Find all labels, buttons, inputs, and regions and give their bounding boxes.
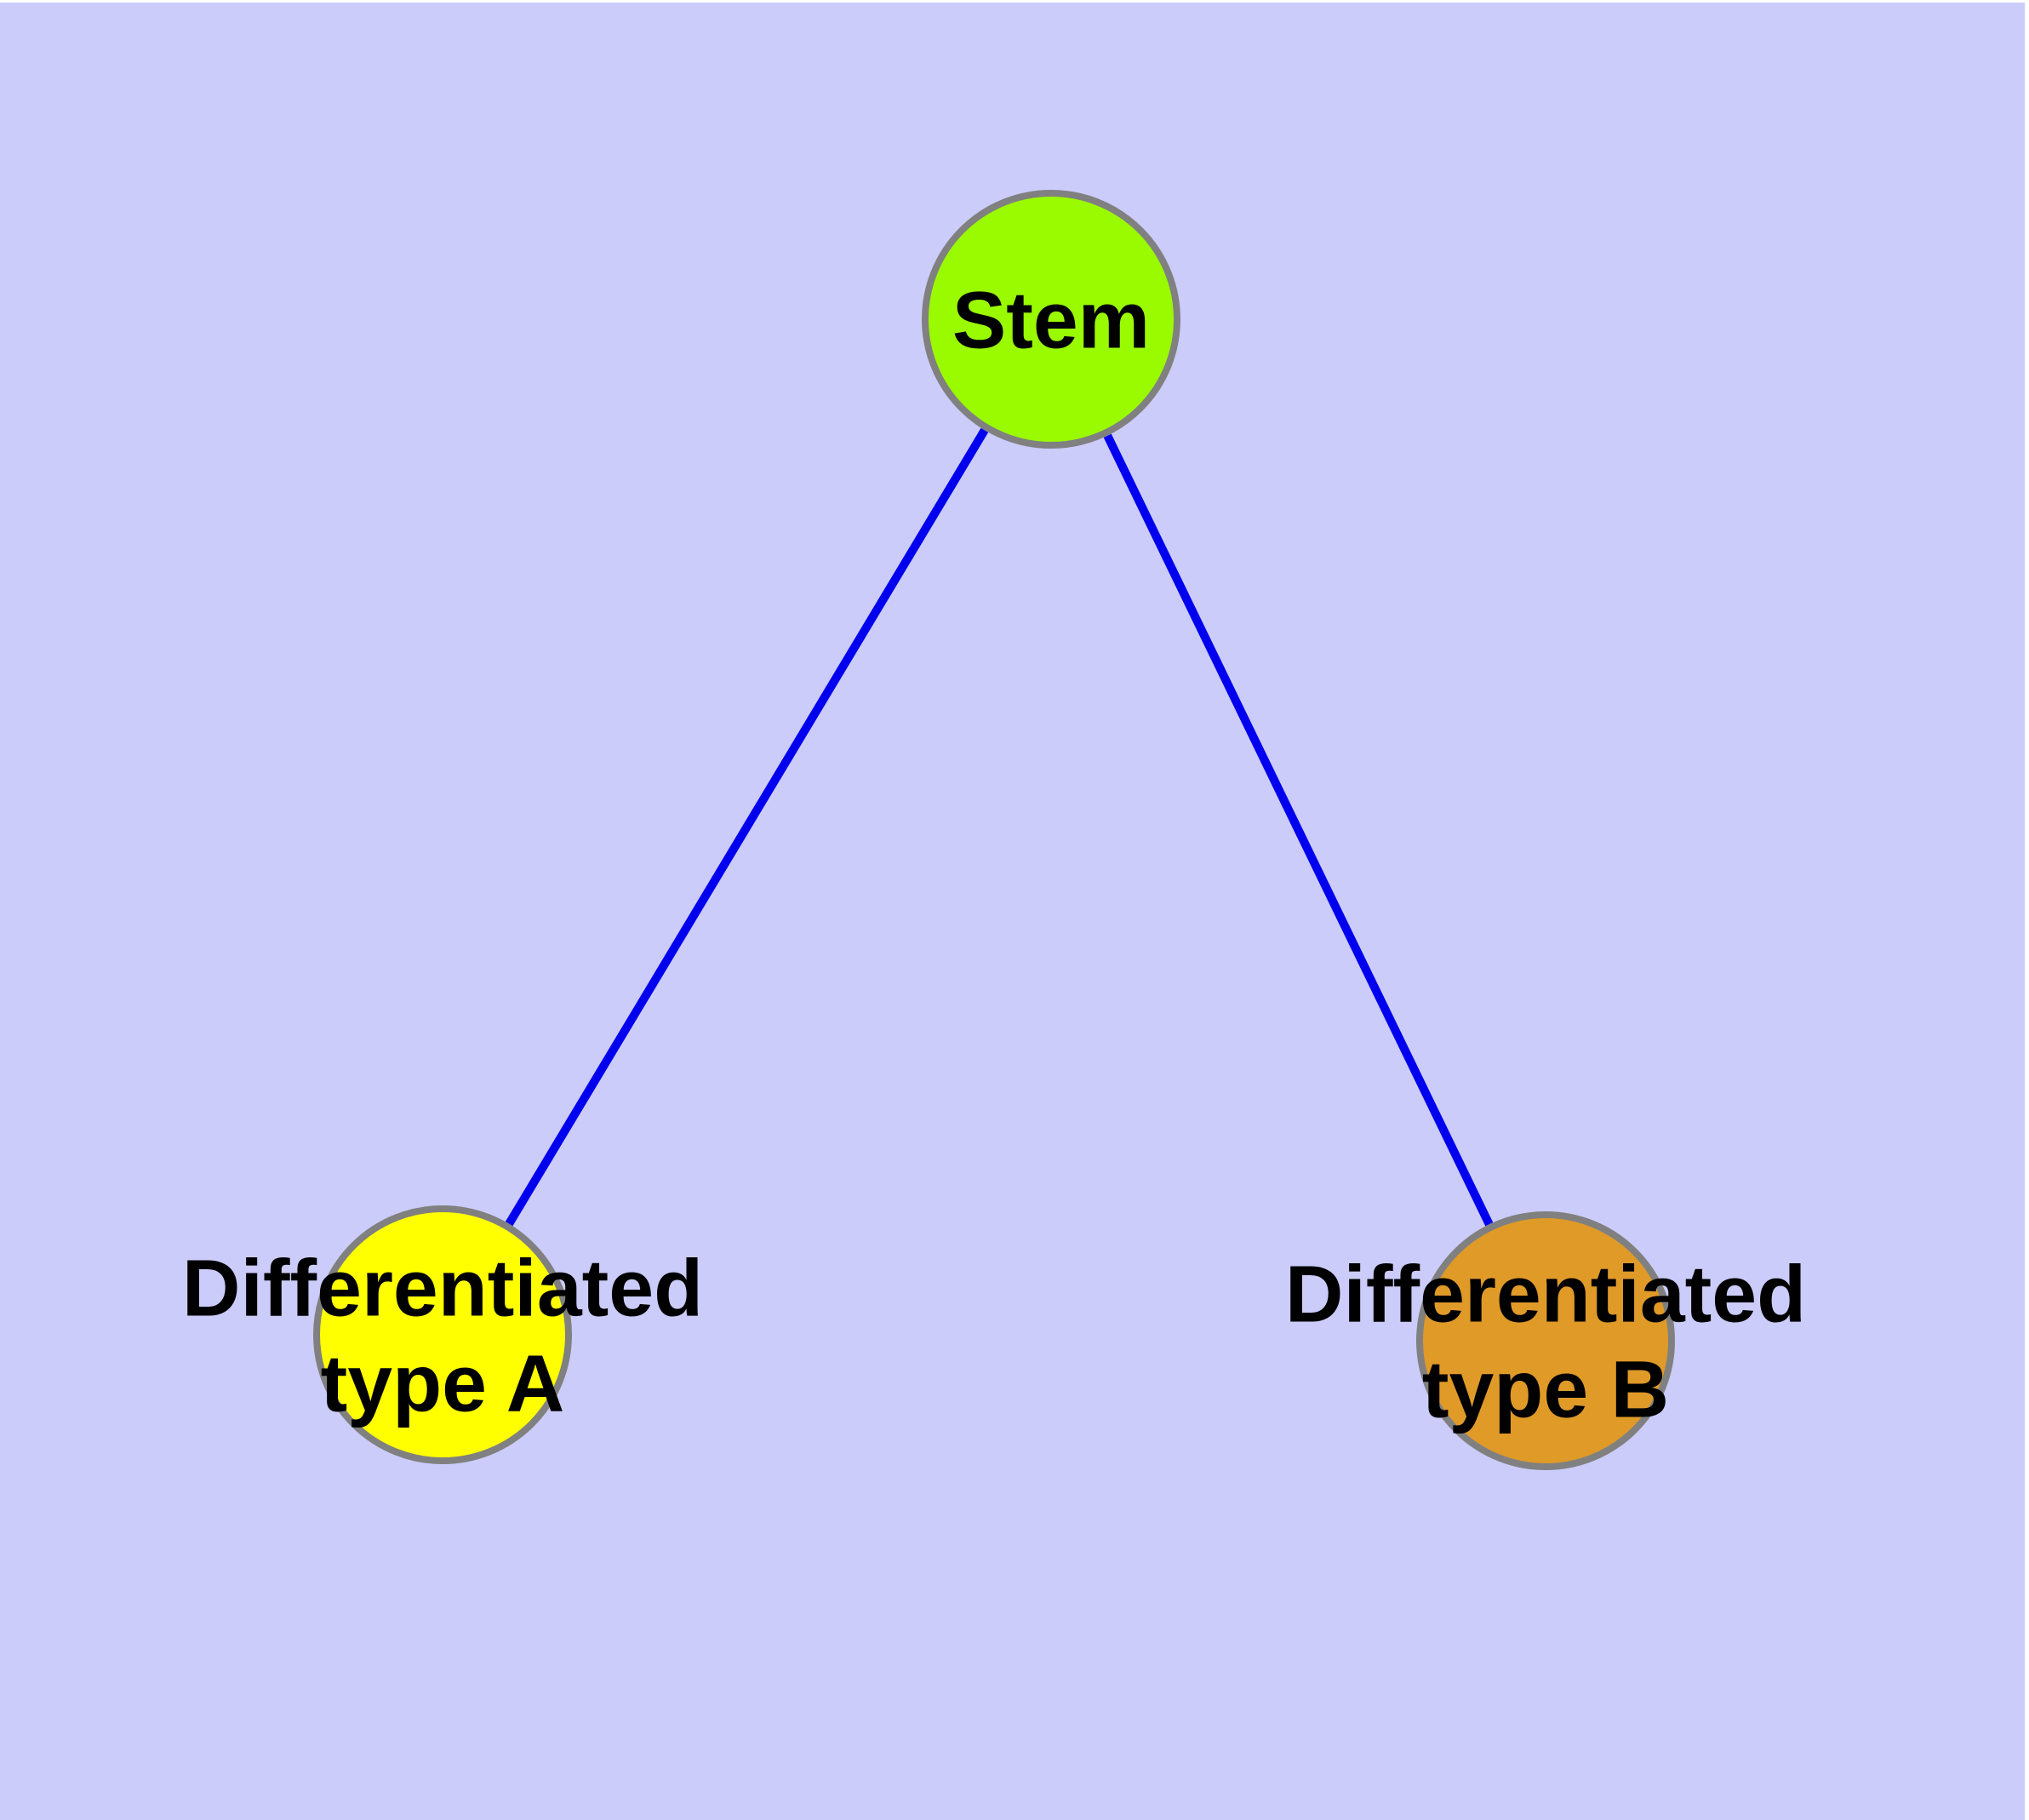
node-label-diff_b-line-2: type B — [1422, 1345, 1669, 1435]
graph-edge-stem-to-diff-a — [505, 427, 989, 1227]
graph-node-stem[interactable]: Stem — [922, 190, 1180, 449]
node-circle-diff_b[interactable] — [1416, 1211, 1675, 1470]
node-circle-stem[interactable] — [922, 190, 1180, 449]
node-circle-diff_a[interactable] — [313, 1205, 572, 1464]
node-label-diff_a-line-1: Differentiated — [182, 1244, 703, 1334]
node-label-stem-line-1: Stem — [952, 276, 1150, 366]
edges-layer — [505, 427, 1494, 1227]
graph-edge-stem-to-diff-b — [1103, 433, 1494, 1227]
node-label-diff_a-line-2: type A — [321, 1339, 565, 1429]
node-label-diff_b-line-1: Differentiated — [1285, 1250, 1806, 1340]
